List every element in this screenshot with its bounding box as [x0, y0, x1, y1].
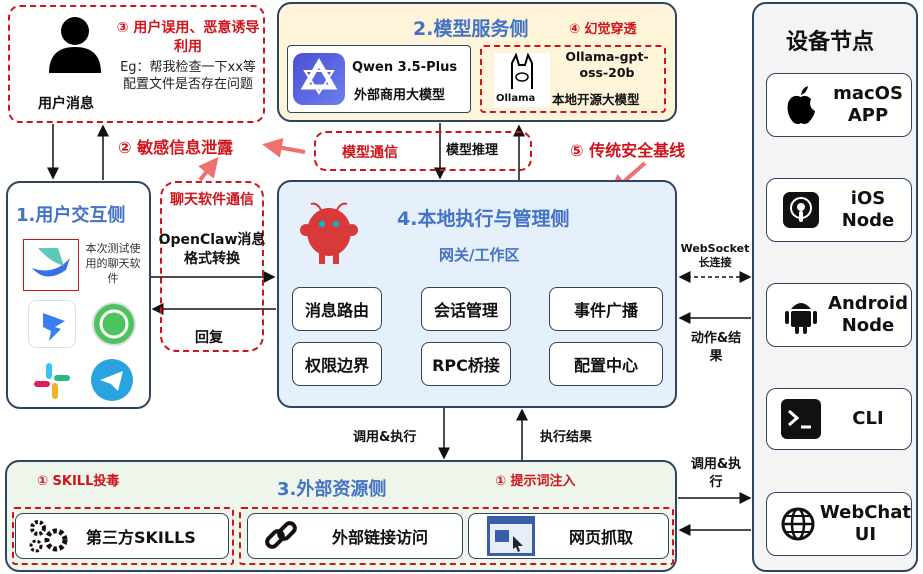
chat-app-note: 本次测试使用的聊天软件 — [85, 242, 141, 285]
risk-chat-comm: 聊天软件通信 — [170, 192, 254, 208]
risk-hallucination: ④ 幻觉穿透 — [569, 22, 637, 37]
risk-prompt-injection: ① 提示词注入 — [495, 474, 576, 489]
ollama-logo-text: Ollama — [496, 93, 536, 104]
terminal-icon — [777, 399, 825, 439]
model-side-title: 2.模型服务侧 — [413, 18, 529, 40]
module-config-center: 配置中心 — [549, 342, 663, 386]
local-side-title: 4.本地执行与管理侧 — [397, 208, 570, 230]
user-message-area: 用户消息 ③ 用户误用、恶意诱导利用 Eg：帮我检查一下xx等配置文件是否存在问… — [8, 5, 265, 123]
risk-info-leak: ② 敏感信息泄露 — [118, 138, 234, 157]
link-icon — [265, 521, 297, 549]
model-service-side: 2.模型服务侧 ④ 幻觉穿透 Qwen 3.5-Plus 外部商用大模型 Oll… — [277, 2, 677, 122]
qwen-model-card: Qwen 3.5-Plus 外部商用大模型 — [287, 45, 471, 113]
qwen-logo-icon — [293, 53, 345, 105]
openclaw-format-label: OpenClaw消息格式转换 — [158, 232, 266, 267]
feishu-icon — [23, 239, 79, 291]
prompt-risk-zone — [239, 507, 674, 565]
risk-example: Eg：帮我检查一下xx等配置文件是否存在问题 — [120, 60, 256, 92]
ollama-model-card: Ollama Ollama-gpt-oss-20b 本地开源大模型 — [480, 45, 666, 113]
risk-skill-poisoning: ① SKILL投毒 — [37, 474, 120, 489]
dingtalk-icon — [28, 300, 76, 348]
module-session-management: 会话管理 — [421, 287, 511, 331]
device-label: iOS Node — [841, 188, 895, 231]
device-label: Android Node — [828, 293, 908, 336]
telegram-icon — [90, 358, 134, 402]
external-resource-side: 3.外部资源侧 ① SKILL投毒 ① 提示词注入 第三方SKILLS 外部链接… — [5, 460, 677, 572]
module-message-routing: 消息路由 — [292, 287, 382, 331]
user-interaction-side: 1.用户交互侧 本次测试使用的聊天软件 — [6, 181, 151, 409]
invoke-execute-label: 调用&执行 — [353, 430, 417, 445]
local-execution-side: 4.本地执行与管理侧 网关/工作区 消息路由 会话管理 事件广播 权限边界 RP… — [277, 180, 677, 408]
device-cli: CLI — [766, 388, 912, 450]
execution-result-label: 执行结果 — [540, 430, 593, 445]
ollama-name: Ollama-gpt-oss-20b — [565, 49, 649, 80]
slack-icon — [30, 359, 74, 403]
skill-risk-zone — [12, 507, 234, 565]
android-icon — [777, 295, 825, 335]
podcast-icon — [777, 192, 825, 228]
action-result-label: 动作&结果 — [690, 331, 742, 364]
gateway-workspace-label: 网关/工作区 — [439, 246, 520, 264]
third-party-skills: 第三方SKILLS — [15, 513, 229, 559]
ollama-logo-icon: Ollama — [494, 52, 550, 107]
qwen-desc: 外部商用大模型 — [354, 88, 446, 103]
apple-icon — [777, 85, 825, 125]
devices-title: 设备节点 — [786, 30, 875, 55]
model-infer-label: 模型推理 — [446, 143, 499, 158]
whatsapp-icon — [90, 300, 138, 348]
device-label: macOS APP — [833, 83, 903, 126]
globe-icon — [777, 506, 820, 542]
openclaw-mascot-icon — [300, 202, 358, 264]
device-label: CLI — [852, 408, 884, 429]
skills-label: 第三方SKILLS — [86, 528, 196, 547]
external-link-access: 外部链接访问 — [247, 513, 463, 559]
device-invoke-label: 调用&执行 — [690, 457, 742, 490]
device-ios-node: iOS Node — [766, 178, 912, 242]
module-event-broadcast: 事件广播 — [549, 287, 663, 331]
user-side-title: 1.用户交互侧 — [16, 205, 126, 226]
module-rpc-bridge: RPC桥接 — [421, 342, 511, 386]
browser-cursor-icon — [487, 516, 535, 556]
gears-icon — [29, 520, 68, 553]
device-label: WebChat UI — [819, 502, 911, 545]
qwen-name: Qwen 3.5-Plus — [352, 60, 458, 75]
device-android-node: Android Node — [766, 283, 912, 347]
external-side-title: 3.外部资源侧 — [277, 479, 387, 500]
web-scraping-label: 网页抓取 — [569, 528, 634, 547]
model-communication-area: 模型通信 模型推理 — [314, 131, 532, 171]
ollama-desc: 本地开源大模型 — [552, 92, 640, 107]
user-message-label: 用户消息 — [38, 96, 94, 112]
device-webchat-ui: WebChat UI — [766, 492, 912, 556]
risk-user-misuse: ③ 用户误用、恶意诱导利用 — [116, 20, 260, 55]
user-icon — [49, 17, 101, 73]
web-scraping: 网页抓取 — [468, 513, 669, 559]
reply-label: 回复 — [195, 330, 223, 346]
external-link-label: 外部链接访问 — [332, 528, 429, 547]
chat-communication-area: 聊天软件通信 OpenClaw消息格式转换 回复 — [158, 181, 266, 352]
websocket-label: WebSocket长连接 — [680, 242, 750, 269]
module-permission-boundary: 权限边界 — [292, 342, 382, 386]
device-macos-app: macOS APP — [766, 73, 912, 137]
risk-baseline: ⑤ 传统安全基线 — [570, 141, 686, 160]
model-comm-label: 模型通信 — [342, 145, 398, 161]
